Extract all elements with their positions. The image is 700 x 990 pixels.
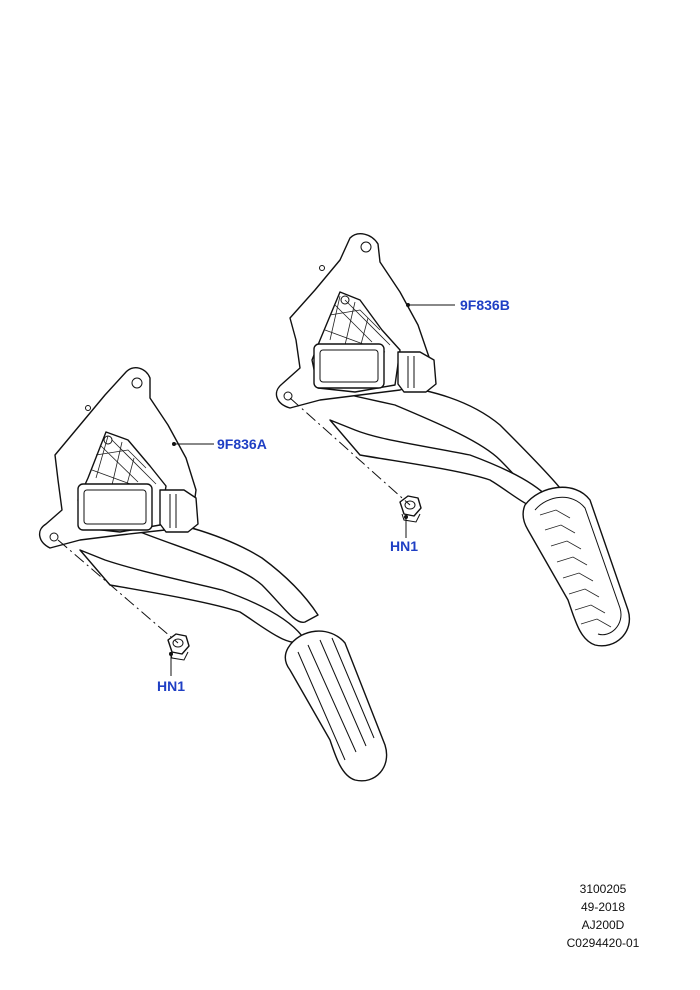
leader-lines (169, 303, 455, 676)
axis-line-a (57, 539, 179, 644)
axis-line-b (289, 397, 411, 506)
reference-line-1: 3100205 (579, 882, 627, 896)
reference-line-2: 49-2018 (580, 900, 626, 914)
callout-hn1-a[interactable]: HN1 (157, 678, 186, 694)
callout-hn1-b[interactable]: HN1 (390, 538, 419, 554)
callout-9f836a[interactable]: 9F836A (217, 436, 267, 452)
callout-9f836b[interactable]: 9F836B (460, 297, 510, 313)
nut-hn1-b (399, 495, 422, 523)
pedal-assembly-a (39, 367, 388, 782)
pedal-assembly-b (275, 233, 631, 647)
reference-line-3: AJ200D (581, 918, 625, 932)
reference-line-4: C0294420-01 (566, 936, 640, 950)
reference-block: 3100205 49-2018 AJ200D C0294420-01 (548, 880, 658, 952)
